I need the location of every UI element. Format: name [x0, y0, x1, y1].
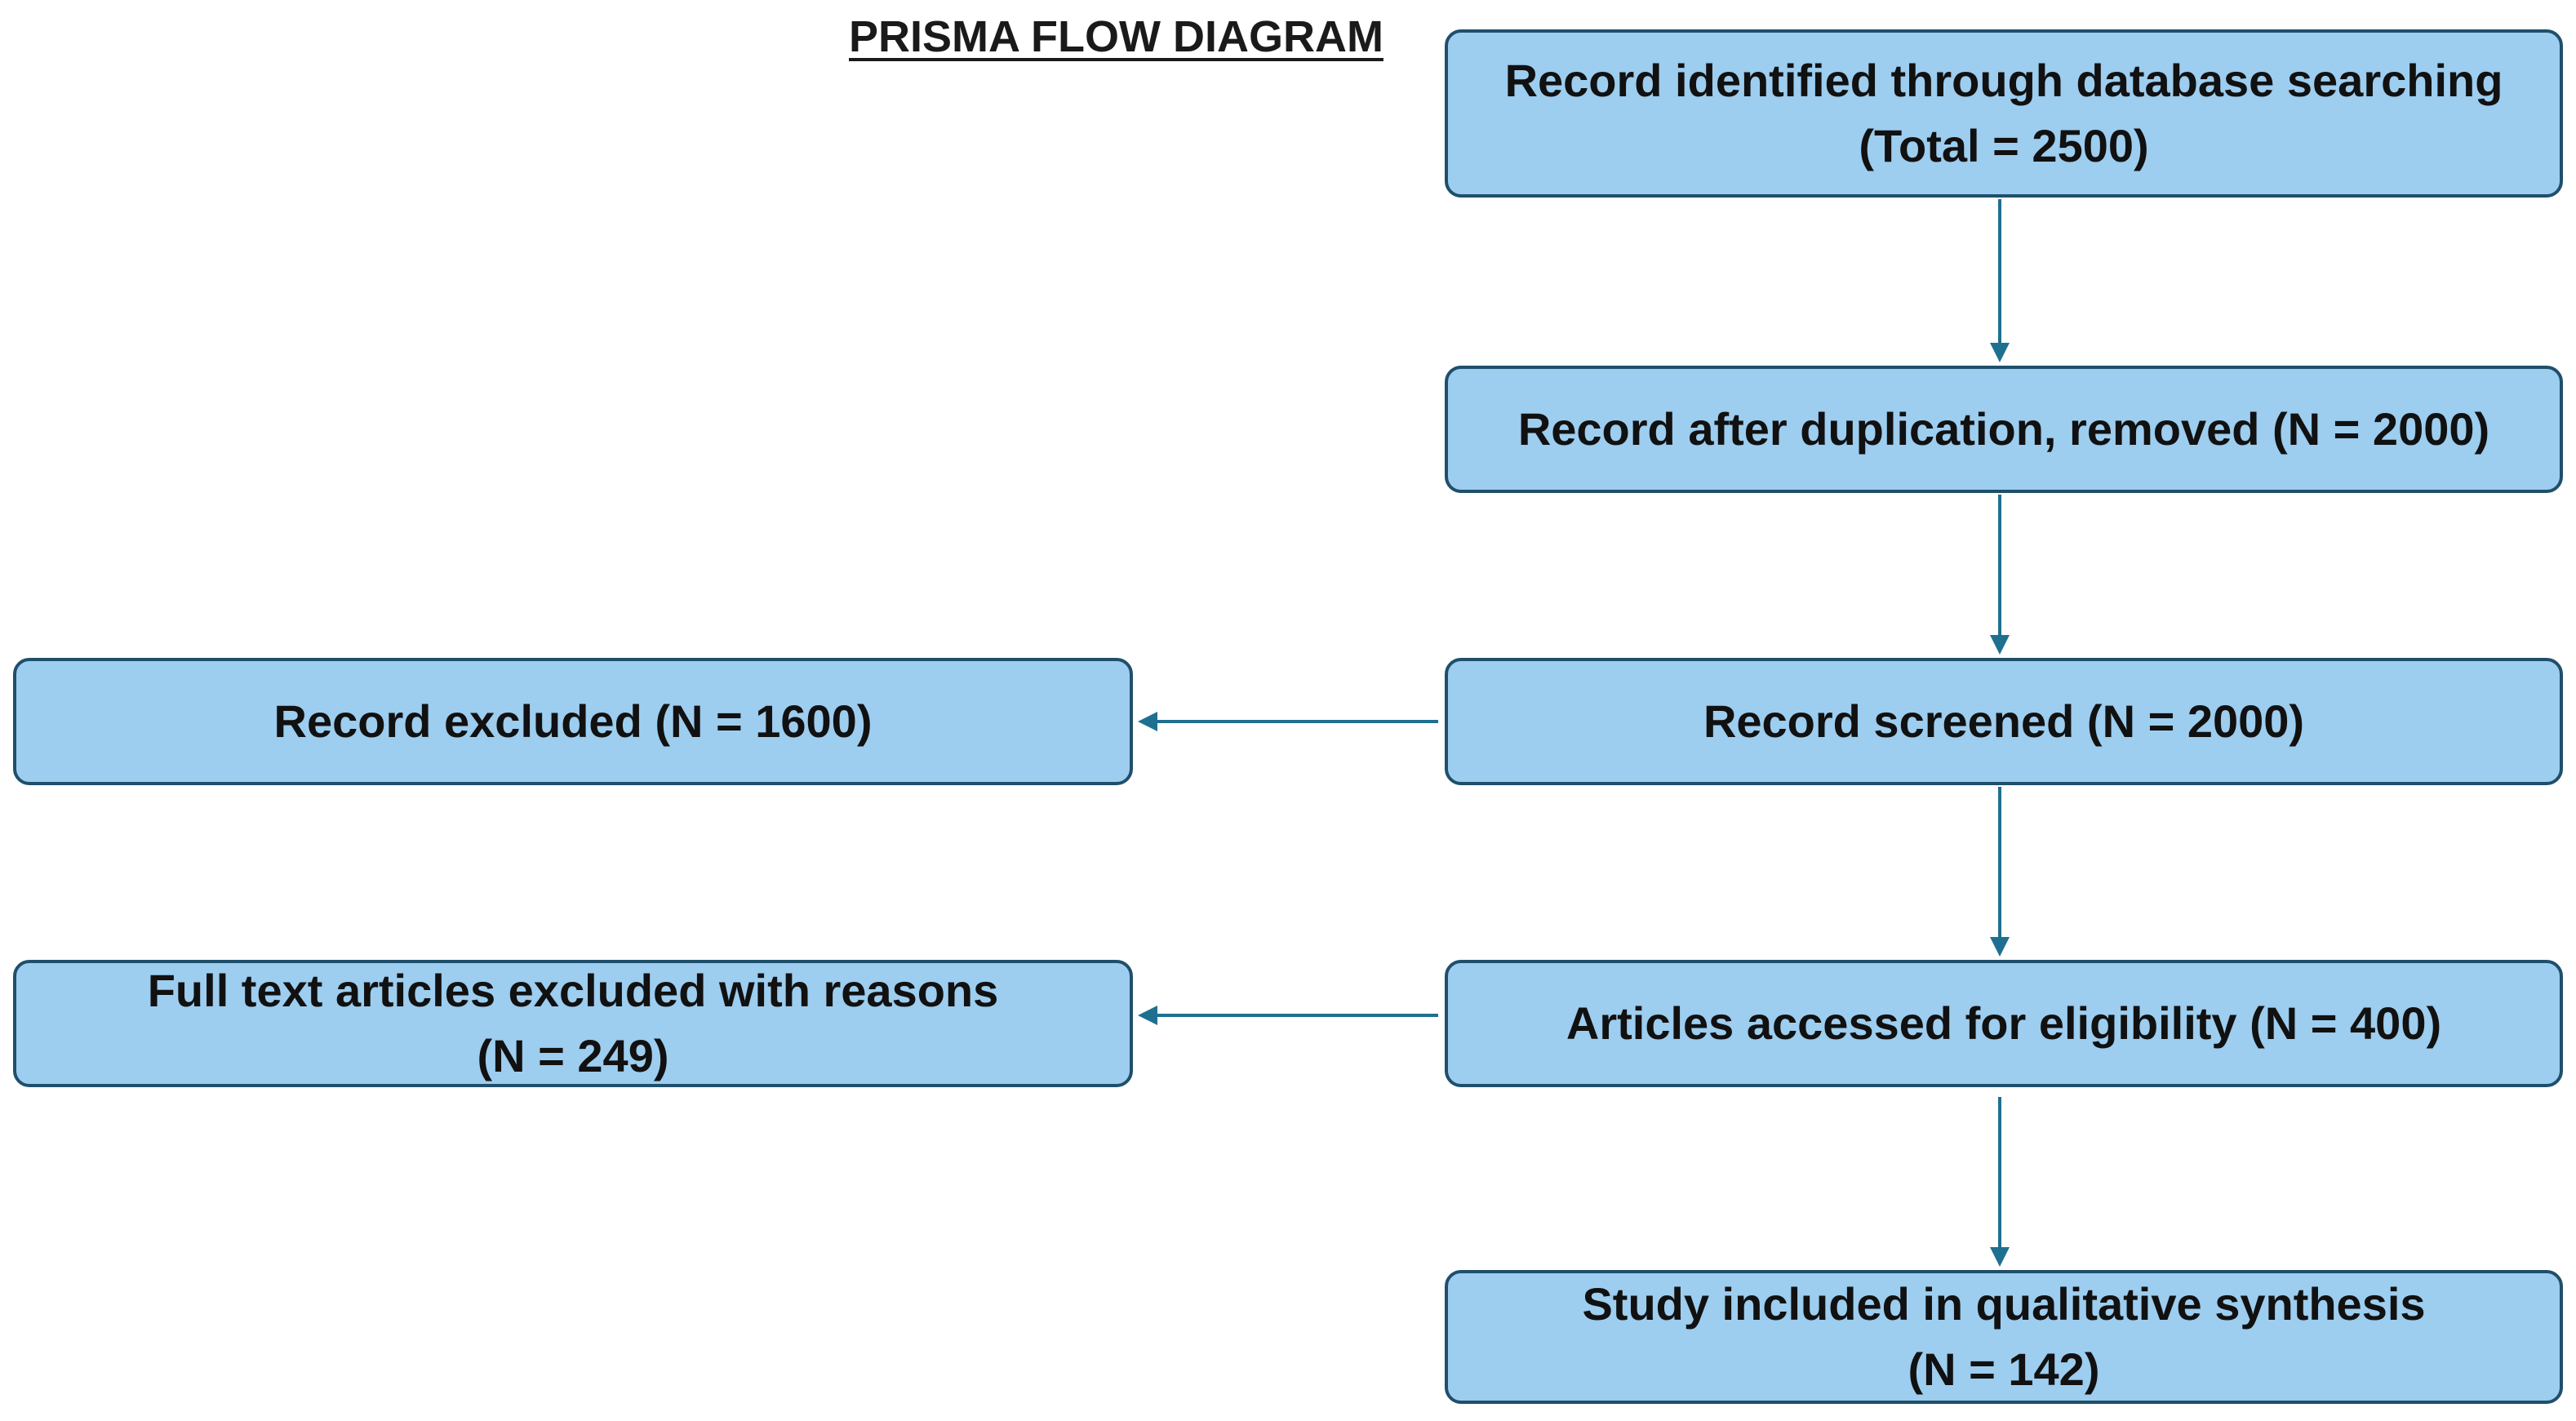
- box-records-excluded-label: Record excluded (N = 1600): [273, 695, 873, 747]
- diagram-title: PRISMA FLOW DIAGRAM: [849, 12, 1383, 61]
- box-records-identified: Record identified through database searc…: [1445, 29, 2563, 198]
- box-records-screened: Record screened (N = 2000): [1445, 658, 2563, 785]
- box-articles-eligibility-label: Articles accessed for eligibility (N = 4…: [1566, 997, 2442, 1049]
- box-records-screened-label: Record screened (N = 2000): [1703, 695, 2305, 747]
- box-articles-eligibility: Articles accessed for eligibility (N = 4…: [1445, 960, 2563, 1087]
- box-records-after-dedup-label: Record after duplication, removed (N = 2…: [1517, 403, 2490, 455]
- box-records-excluded: Record excluded (N = 1600): [13, 658, 1133, 785]
- box-studies-included-label: Study included in qualitative synthesis …: [1582, 1278, 2426, 1395]
- box-studies-included: Study included in qualitative synthesis …: [1445, 1270, 2563, 1404]
- box-fulltext-excluded: Full text articles excluded with reasons…: [13, 960, 1133, 1087]
- box-fulltext-excluded-label: Full text articles excluded with reasons…: [147, 965, 999, 1081]
- box-records-after-dedup: Record after duplication, removed (N = 2…: [1445, 366, 2563, 493]
- box-records-identified-label: Record identified through database searc…: [1504, 55, 2503, 171]
